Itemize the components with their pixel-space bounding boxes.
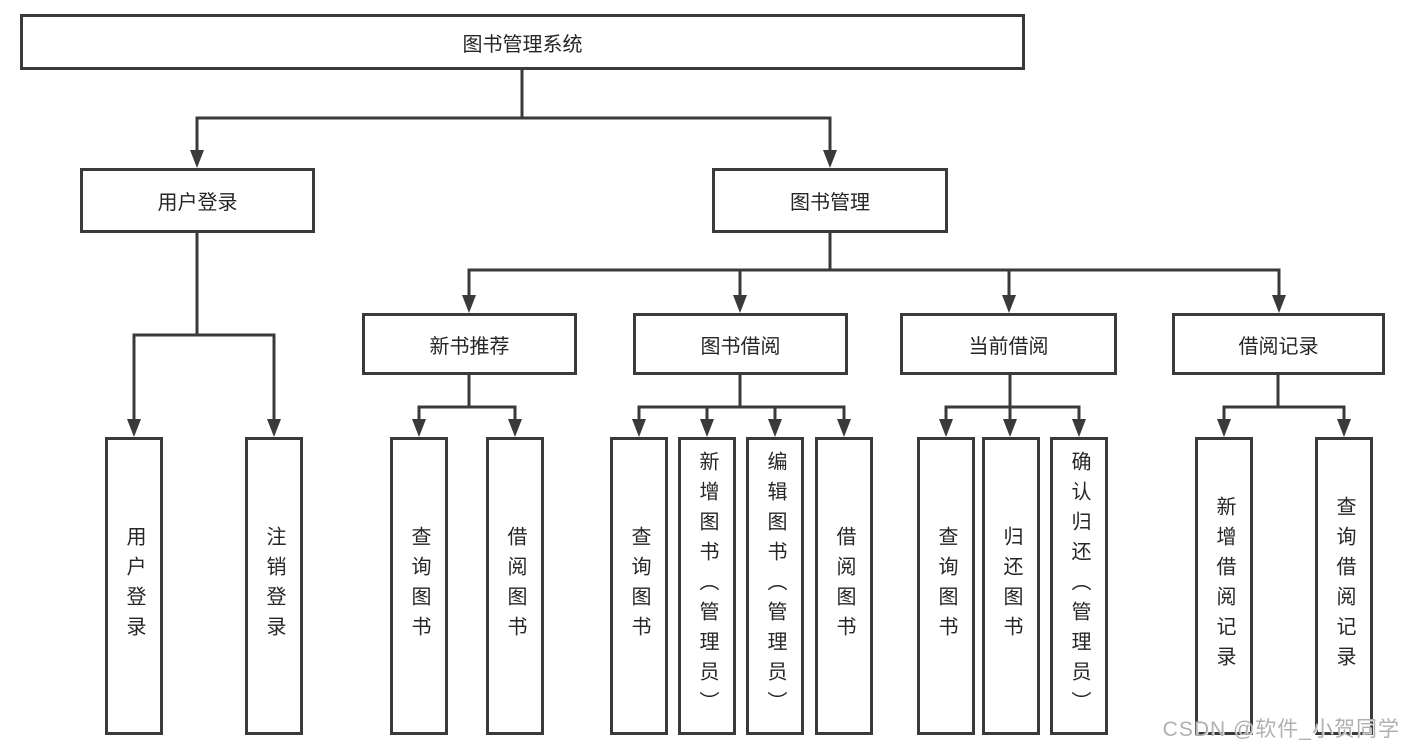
leaf-query-books-rec: 查询图书: [390, 437, 448, 735]
arrowhead-icon: [190, 150, 204, 168]
leaf-query-borrow-record: 查询借阅记录: [1315, 437, 1373, 735]
borrow-records-branch: [1217, 375, 1351, 437]
node-book-mgmt: 图书管理: [712, 168, 948, 233]
arrowhead-icon: [1002, 295, 1016, 313]
arrowhead-icon: [700, 419, 714, 437]
arrowhead-icon: [1272, 295, 1286, 313]
new-book-rec-branch: [412, 375, 522, 437]
node-new-book-rec: 新书推荐: [362, 313, 577, 375]
arrowhead-icon: [127, 419, 141, 437]
leaf-query-books-current: 查询图书: [917, 437, 975, 735]
arrowhead-icon: [632, 419, 646, 437]
book-borrow-branch: [632, 375, 851, 437]
current-borrow-branch: [939, 375, 1086, 437]
leaf-add-borrow-record: 新增借阅记录: [1195, 437, 1253, 735]
arrowhead-icon: [1003, 419, 1017, 437]
arrowhead-icon: [1072, 419, 1086, 437]
arrowhead-icon: [939, 419, 953, 437]
node-user-login: 用户登录: [80, 168, 315, 233]
node-current-borrow: 当前借阅: [900, 313, 1117, 375]
root-branch: [190, 70, 837, 168]
arrowhead-icon: [1337, 419, 1351, 437]
arrowhead-icon: [412, 419, 426, 437]
arrowhead-icon: [768, 419, 782, 437]
node-book-borrow: 图书借阅: [633, 313, 848, 375]
book-mgmt-branch: [462, 233, 1286, 313]
arrowhead-icon: [267, 419, 281, 437]
arrowhead-icon: [733, 295, 747, 313]
leaf-add-books-admin: 新增图书（管理员）: [678, 437, 736, 735]
arrowhead-icon: [837, 419, 851, 437]
arrowhead-icon: [1217, 419, 1231, 437]
node-root: 图书管理系统: [20, 14, 1025, 70]
user-login-branch: [127, 233, 281, 437]
leaf-return-books: 归还图书: [982, 437, 1040, 735]
node-borrow-records: 借阅记录: [1172, 313, 1385, 375]
leaf-edit-books-admin: 编辑图书（管理员）: [746, 437, 804, 735]
leaf-logout: 注销登录: [245, 437, 303, 735]
leaf-borrow-books-rec: 借阅图书: [486, 437, 544, 735]
arrowhead-icon: [508, 419, 522, 437]
leaf-borrow-books: 借阅图书: [815, 437, 873, 735]
leaf-user-login: 用户登录: [105, 437, 163, 735]
leaf-query-books-borrow: 查询图书: [610, 437, 668, 735]
arrowhead-icon: [462, 295, 476, 313]
watermark-text: CSDN @软件_小贺同学: [1162, 718, 1400, 741]
arrowhead-icon: [823, 150, 837, 168]
leaf-confirm-return-admin: 确认归还（管理员）: [1050, 437, 1108, 735]
